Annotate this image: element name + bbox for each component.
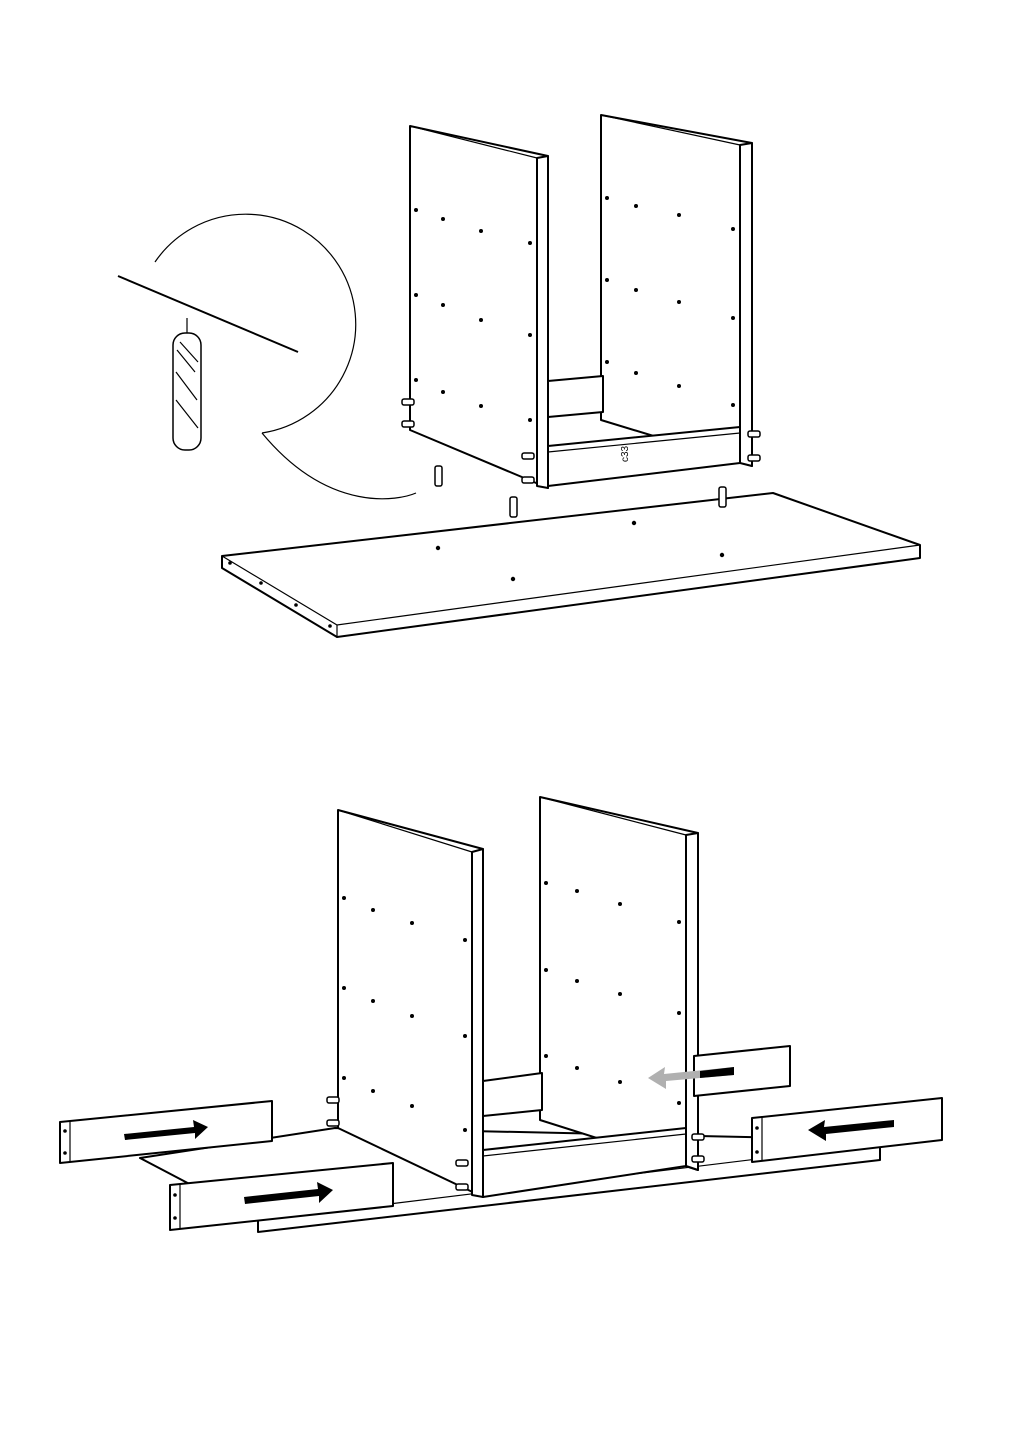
right-side-panel-4 — [539, 796, 699, 1171]
dowels-4 — [326, 1096, 705, 1191]
dowel-callout — [117, 213, 417, 500]
dowels-placed — [401, 398, 761, 518]
right-side-panel — [600, 114, 753, 467]
svg-text:c33: c33 — [620, 445, 631, 462]
left-side-panel — [409, 125, 549, 489]
base-panel — [221, 492, 921, 638]
board-back-right — [693, 1045, 791, 1097]
step-4-illustration — [59, 796, 943, 1233]
rails: c33 — [547, 375, 741, 487]
step-3-illustration: c33 — [117, 114, 921, 638]
left-side-panel-4 — [337, 809, 484, 1198]
rails-4 — [482, 1072, 687, 1198]
push-arrow-icon — [124, 1067, 894, 1204]
wooden-dowel-icon — [172, 318, 202, 451]
